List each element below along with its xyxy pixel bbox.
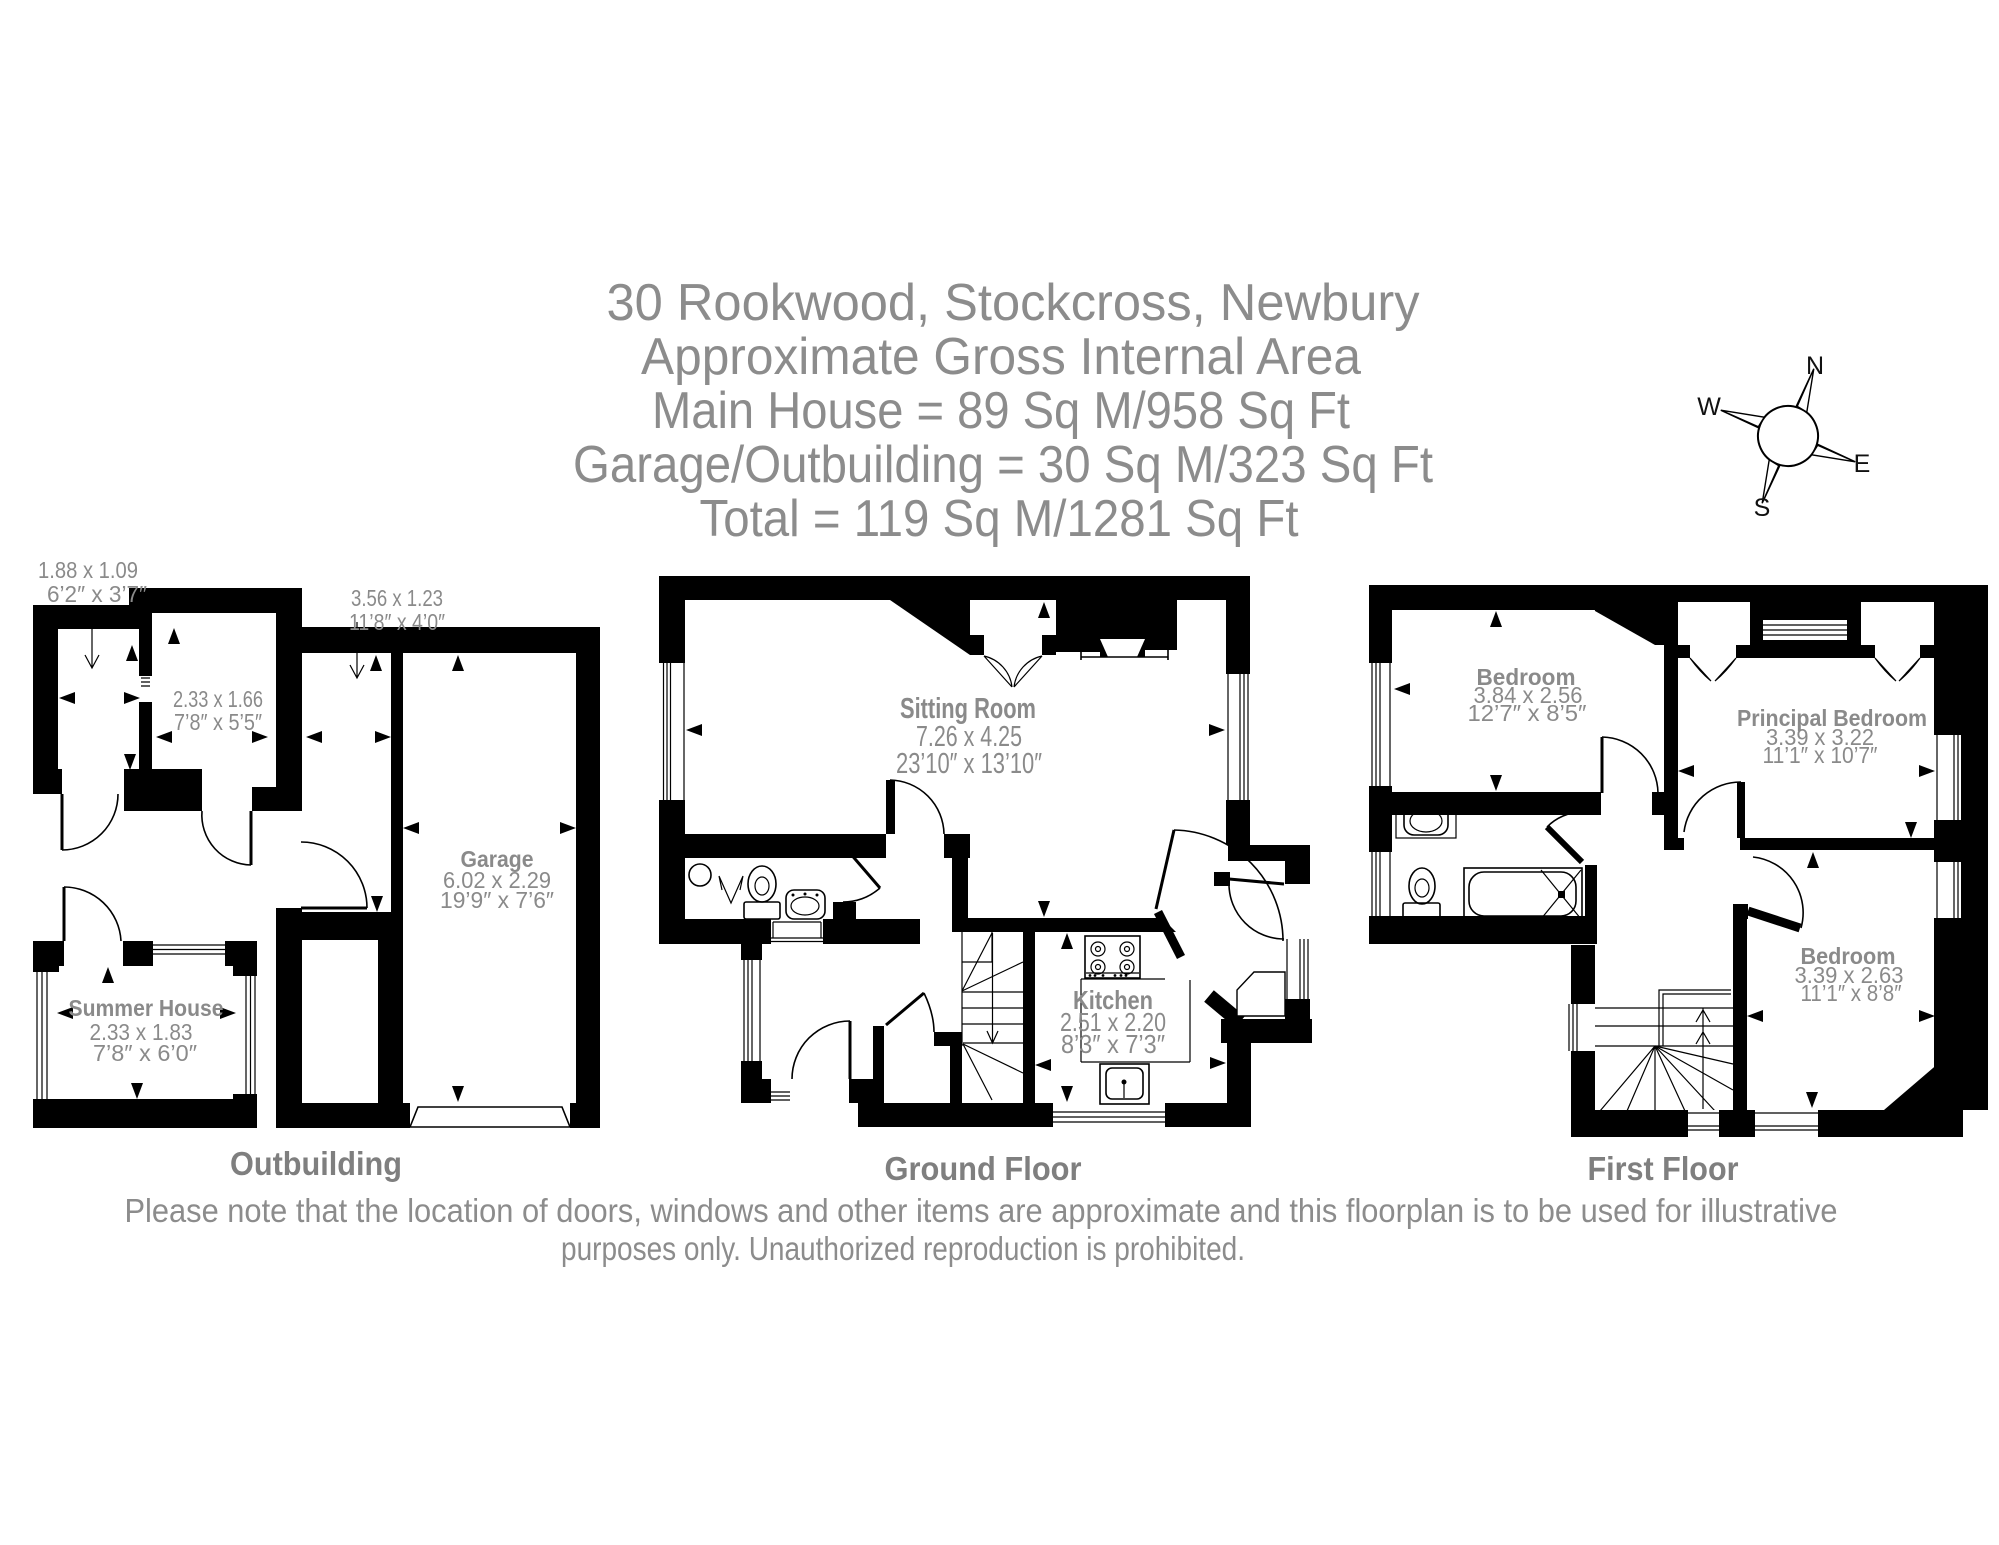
svg-text:Principal Bedroom: Principal Bedroom <box>1737 705 1927 731</box>
svg-text:3.39 x 2.63: 3.39 x 2.63 <box>1795 962 1904 988</box>
svg-text:3.39 x 3.22: 3.39 x 3.22 <box>1766 724 1874 750</box>
svg-text:Bedroom: Bedroom <box>1801 943 1896 969</box>
svg-text:3.84 x 2.56: 3.84 x 2.56 <box>1474 682 1583 708</box>
svg-text:Total = 119 Sq M/1281 Sq Ft: Total = 119 Sq M/1281 Sq Ft <box>700 490 1300 548</box>
svg-text:23’10″ x 13’10″: 23’10″ x 13’10″ <box>896 748 1042 780</box>
svg-text:S: S <box>1754 494 1771 522</box>
svg-text:7’8″ x 5’5″: 7’8″ x 5’5″ <box>174 709 262 735</box>
svg-text:3.56 x 1.23: 3.56 x 1.23 <box>351 585 443 611</box>
svg-text:30 Rookwood, Stockcross, Newbu: 30 Rookwood, Stockcross, Newbury <box>607 274 1420 332</box>
svg-text:Kitchen: Kitchen <box>1073 985 1153 1015</box>
svg-text:Summer House: Summer House <box>69 995 224 1021</box>
svg-text:12’7″ x 8’5″: 12’7″ x 8’5″ <box>1468 700 1587 726</box>
svg-text:19’9″ x 7’6″: 19’9″ x 7’6″ <box>440 887 554 913</box>
svg-text:2.33 x 1.66: 2.33 x 1.66 <box>173 686 263 712</box>
svg-text:1.88 x 1.09: 1.88 x 1.09 <box>38 557 138 583</box>
svg-text:6’2″ x 3’7″: 6’2″ x 3’7″ <box>47 581 147 607</box>
svg-text:N: N <box>1806 352 1824 380</box>
svg-text:8’3″ x 7’3″: 8’3″ x 7’3″ <box>1061 1029 1165 1059</box>
svg-text:E: E <box>1854 450 1871 478</box>
svg-text:purposes only. Unauthorized re: purposes only. Unauthorized reproduction… <box>561 1230 1245 1267</box>
svg-text:Approximate Gross Internal Are: Approximate Gross Internal Area <box>641 328 1361 386</box>
svg-text:7.26 x 4.25: 7.26 x 4.25 <box>916 721 1022 753</box>
svg-text:6.02 x 2.29: 6.02 x 2.29 <box>443 867 551 893</box>
svg-text:Sitting Room: Sitting Room <box>900 693 1036 725</box>
svg-text:Please note that the location: Please note that the location of doors, … <box>125 1192 1838 1229</box>
svg-text:First Floor: First Floor <box>1588 1150 1739 1187</box>
svg-text:11’8″ x 4’0″: 11’8″ x 4’0″ <box>349 609 445 635</box>
svg-text:11’1″ x 10’7″: 11’1″ x 10’7″ <box>1763 742 1878 768</box>
svg-text:Garage/Outbuilding = 30 Sq M/3: Garage/Outbuilding = 30 Sq M/323 Sq Ft <box>573 436 1434 494</box>
svg-text:7’8″ x 6’0″: 7’8″ x 6’0″ <box>93 1040 197 1066</box>
svg-text:2.33 x 1.83: 2.33 x 1.83 <box>90 1019 193 1045</box>
svg-text:11’1″ x 8’8″: 11’1″ x 8’8″ <box>1801 980 1902 1006</box>
svg-text:Outbuilding: Outbuilding <box>230 1145 402 1182</box>
svg-text:2.51 x 2.20: 2.51 x 2.20 <box>1060 1007 1166 1037</box>
svg-text:Bedroom: Bedroom <box>1477 664 1576 690</box>
svg-text:Main House = 89 Sq M/958 Sq Ft: Main House = 89 Sq M/958 Sq Ft <box>652 382 1350 440</box>
svg-text:W: W <box>1697 393 1721 421</box>
svg-text:Garage: Garage <box>461 846 534 872</box>
svg-text:Ground Floor: Ground Floor <box>885 1150 1082 1187</box>
